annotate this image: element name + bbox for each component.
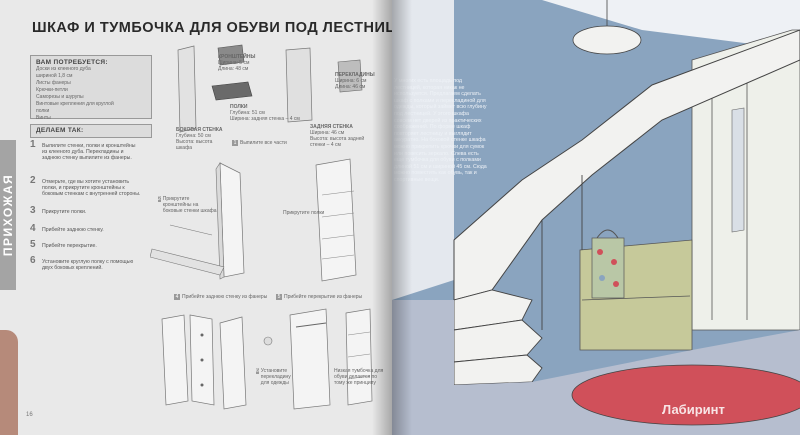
step-text: Установите круглую полку с помощью двух …	[42, 259, 134, 271]
arrow-step2	[169, 224, 213, 236]
part-dimension: Ширина: задняя стенка – 4 см	[230, 116, 300, 122]
back-wall-board	[285, 47, 313, 123]
caption-number: 5	[276, 294, 282, 300]
caption-1: 1 Выпилите все части	[232, 140, 287, 146]
step-text: Выпилите стенки, полки и кронштейны из к…	[42, 143, 136, 161]
caption-text: Прикрутите полки	[283, 210, 325, 216]
cabinet-step5	[219, 316, 247, 410]
caption-text: Прибейте заднюю стенку из фанеры	[182, 294, 268, 300]
step-text: Прикрутите полки.	[42, 209, 87, 215]
ceiling-white	[542, 0, 800, 50]
part-name: КРОНШТЕЙНЫ	[218, 54, 256, 60]
parts-diagram	[177, 44, 363, 133]
floor-board-step2	[150, 248, 225, 276]
materials-item: Листы фанеры	[36, 80, 71, 86]
side-tab-label: ПРИХОЖАЯ	[1, 173, 15, 257]
caption-6: 6 Установите перекладину для одежды	[256, 368, 300, 386]
part-name: ПОЛКИ	[230, 104, 248, 110]
caption-2: 2 Прикрутите кронштейны на боковые стенк…	[158, 196, 218, 214]
caption-4: 4 Прибейте заднюю стенку из фанеры	[174, 294, 267, 300]
steps-heading-box: ДЕЛАЕМ ТАК:	[30, 124, 152, 138]
step-number: 6	[30, 255, 36, 266]
materials-item: полки	[36, 108, 50, 114]
part-dimension: Длина: 46 см	[335, 84, 366, 90]
pendant-lamp	[572, 0, 642, 55]
step-text: Прибейте заднюю стенку.	[42, 227, 104, 233]
caption-text: Выпилите все части	[240, 140, 287, 146]
caption-number: 1	[232, 140, 238, 146]
part-brackets: КРОНШТЕЙНЫ Ширина: 5 см Длина: 48 см	[218, 54, 278, 72]
assembly-diagram-lower	[161, 308, 373, 410]
caption-text: Прикрутите кронштейны на боковые стенки …	[162, 196, 217, 214]
caption-text: Низкая тумбочка для обуви делается по то…	[334, 368, 384, 386]
part-dimension: Высота: высота шкафа	[176, 139, 213, 151]
step-number: 3	[30, 205, 36, 216]
caption-text: Установите перекладину для одежды	[260, 368, 291, 386]
step-text: Отмерьте, где вы хотите установить полки…	[42, 179, 141, 197]
part-crossbars: ПЕРЕКЛАДИНЫ Ширина: 6 см Длина: 46 см	[335, 72, 380, 90]
part-side-wall: БОКОВАЯ СТЕНКА Глубина: 50 см Высота: вы…	[176, 127, 226, 151]
part-back-wall: ЗАДНЯЯ СТЕНКА Ширина: 46 см Высота: высо…	[310, 124, 370, 148]
shelf-boards	[211, 81, 253, 101]
part-dimension: Глубина: 51 см	[230, 110, 265, 116]
wardrobe	[691, 29, 800, 331]
materials-item: Винтовые крепления для круглой	[36, 101, 114, 107]
step-number: 2	[30, 175, 36, 186]
caption-number: 6	[256, 368, 259, 374]
part-name: БОКОВАЯ СТЕНКА	[176, 127, 223, 133]
cabinet-step4	[161, 314, 215, 406]
red-rug	[571, 364, 800, 426]
wall-left	[392, 0, 454, 300]
materials-item: Крючки-петли	[36, 87, 68, 93]
part-shelves: ПОЛКИ Глубина: 51 см Ширина: задняя стен…	[230, 104, 310, 122]
materials-box: ВАМ ПОТРЕБУЕТСЯ: Доски из клееного дуба …	[30, 55, 152, 121]
right-page: У многих есть площадь под лестницей, кот…	[392, 0, 800, 435]
side-tab: ПРИХОЖАЯ	[0, 140, 16, 290]
watermark: Лабиринт	[662, 402, 725, 417]
materials-item: Винты	[36, 115, 51, 121]
shoe-cabinet	[345, 308, 373, 406]
part-name: ЗАДНЯЯ СТЕНКА	[310, 124, 353, 130]
part-dimension: Ширина: 6 см	[335, 78, 367, 84]
side-wall-board	[177, 45, 197, 133]
bracket-boards	[217, 44, 245, 66]
hanging-bag	[591, 229, 625, 299]
part-dimension: Ширина: 46 см	[310, 130, 345, 136]
step-text: Прибейте перекрытие.	[42, 243, 97, 249]
caption-text: Прибейте перекрытие из фанеры	[284, 294, 363, 300]
materials-item: Доски из клееного дуба	[36, 66, 91, 72]
page-title: ШКАФ И ТУМБОЧКА ДЛЯ ОБУВИ ПОД ЛЕСТНИЦЕЙ	[32, 20, 418, 36]
left-page: ШКАФ И ТУМБОЧКА ДЛЯ ОБУВИ ПОД ЛЕСТНИЦЕЙ …	[0, 0, 418, 435]
crossbar-boards	[337, 59, 363, 93]
assembly-diagram	[150, 158, 357, 282]
caption-7: Низкая тумбочка для обуви делается по то…	[334, 368, 384, 386]
caption-3: Прикрутите полки	[283, 210, 324, 216]
cabinet-step3	[315, 158, 357, 282]
step-number: 1	[30, 139, 36, 150]
page-number: 16	[26, 412, 33, 418]
materials-heading: ВАМ ПОТРЕБУЕТСЯ:	[36, 59, 108, 66]
cabinet-step6	[263, 308, 331, 410]
part-dimension: Глубина: 50 см	[176, 133, 211, 139]
description-text: У многих есть площадь под лестницей, кот…	[394, 78, 487, 183]
part-dimension: Высота: высота задней стенки – 4 см	[310, 136, 365, 148]
materials-item: Саморезы и шурупы	[36, 94, 84, 100]
part-dimension: Длина: 48 см	[218, 66, 249, 72]
under-stairs-illustration	[392, 0, 800, 435]
caption-5: 5 Прибейте перекрытие из фанеры	[276, 294, 362, 300]
reader-thumb	[0, 330, 18, 435]
staircase	[453, 29, 800, 386]
part-dimension: Ширина: 5 см	[218, 60, 250, 66]
caption-number: 4	[174, 294, 180, 300]
steps-heading: ДЕЛАЕМ ТАК:	[36, 127, 84, 134]
caption-number: 2	[158, 196, 161, 202]
part-name: ПЕРЕКЛАДИНЫ	[335, 72, 375, 78]
materials-item: шириной 1,8 см	[36, 73, 73, 79]
step-number: 5	[30, 239, 36, 250]
cabinet-side-step2	[215, 162, 245, 280]
step-number: 4	[30, 223, 36, 234]
